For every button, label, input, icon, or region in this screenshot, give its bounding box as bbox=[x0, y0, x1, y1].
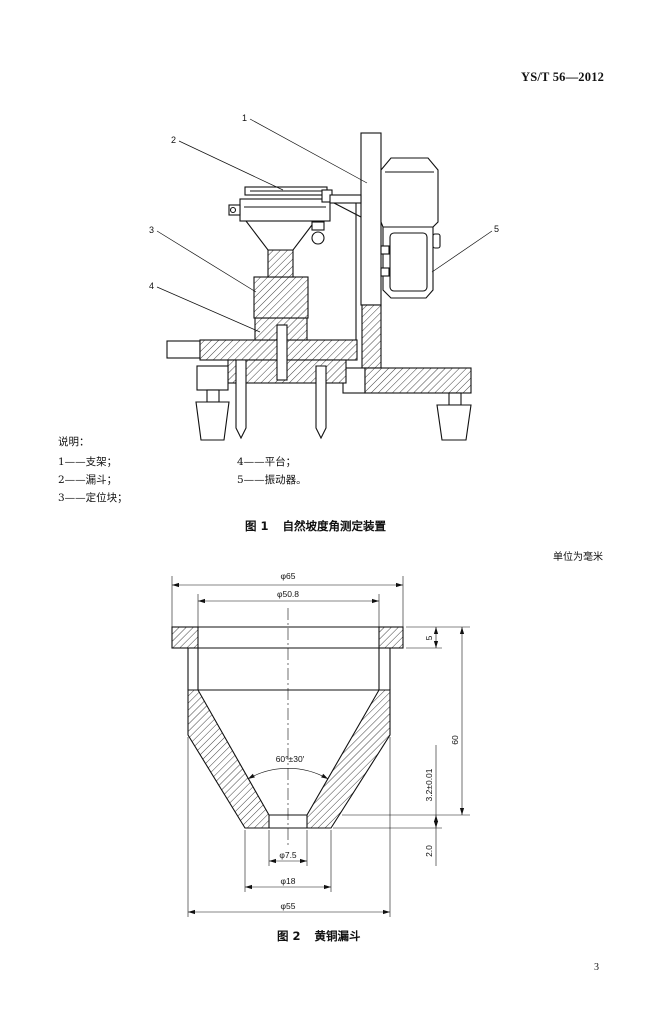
leader-line-1 bbox=[249, 118, 368, 184]
leader-lines bbox=[156, 118, 493, 333]
positioning-block bbox=[253, 249, 309, 381]
dimension-h3-2: 3.2±0.01 bbox=[424, 768, 434, 801]
figure-2-title: 黄铜漏斗 bbox=[314, 929, 361, 943]
callout-1: 1 bbox=[242, 113, 247, 123]
standard-number: YS/T 56—2012 bbox=[521, 70, 605, 84]
callout-5: 5 bbox=[494, 224, 499, 234]
figure-2-caption: 图 2 黄铜漏斗 bbox=[277, 929, 361, 943]
dimension-d50-8: φ50.8 bbox=[277, 589, 299, 599]
figure-2-brass-funnel: φ65 φ50.8 5 60 3.2±0.01 2.0 60°±30′ φ7.5… bbox=[171, 571, 470, 917]
left-leveling-pin bbox=[235, 359, 247, 440]
leader-line-3 bbox=[156, 230, 257, 293]
figure-1-number: 图 1 bbox=[245, 519, 269, 533]
funnel-arm bbox=[329, 194, 362, 204]
dimension-d55: φ55 bbox=[281, 901, 296, 911]
callout-4: 4 bbox=[149, 281, 154, 291]
right-foot bbox=[436, 404, 472, 441]
left-foot bbox=[195, 401, 230, 441]
legend-item-positioning-block: 3——定位块； bbox=[58, 492, 128, 504]
leader-line-4 bbox=[156, 286, 261, 333]
legend-title: 说明： bbox=[58, 436, 90, 448]
page-number: 3 bbox=[594, 962, 599, 973]
legend-item-platform: 4——平台； bbox=[237, 456, 297, 468]
dimension-d18: φ18 bbox=[281, 876, 296, 886]
dimension-angle: 60°±30′ bbox=[276, 754, 305, 764]
figure-1-caption: 图 1 自然坡度角测定装置 bbox=[245, 519, 387, 533]
center-pin bbox=[276, 324, 288, 381]
legend-item-vibrator: 5——振动器。 bbox=[237, 474, 307, 486]
unit-note: 单位为毫米 bbox=[553, 552, 603, 563]
dimension-h5: 5 bbox=[424, 635, 434, 640]
dimension-d7-5: φ7.5 bbox=[279, 850, 297, 860]
platform bbox=[166, 339, 358, 441]
clamp-knob bbox=[311, 231, 325, 245]
dimension-h60: 60 bbox=[450, 735, 460, 745]
right-leveling-pin bbox=[315, 365, 327, 440]
leader-line-5 bbox=[431, 230, 493, 273]
legend-item-support: 1——支架； bbox=[58, 456, 118, 468]
dimension-h2-0: 2.0 bbox=[424, 845, 434, 857]
funnel-section bbox=[171, 626, 404, 829]
figure-1-apparatus: 1 2 3 4 5 bbox=[149, 113, 499, 441]
figure-2-number: 图 2 bbox=[277, 929, 301, 943]
legend-item-funnel: 2——漏斗； bbox=[58, 474, 118, 486]
funnel bbox=[228, 186, 362, 251]
leader-line-2 bbox=[178, 140, 284, 191]
callout-3: 3 bbox=[149, 225, 154, 235]
dimension-lines bbox=[171, 576, 470, 917]
callout-2: 2 bbox=[171, 135, 176, 145]
support-frame bbox=[342, 132, 472, 441]
vibrator bbox=[380, 157, 441, 299]
figure-1-title: 自然坡度角测定装置 bbox=[282, 519, 387, 533]
dimension-d65: φ65 bbox=[281, 571, 296, 581]
